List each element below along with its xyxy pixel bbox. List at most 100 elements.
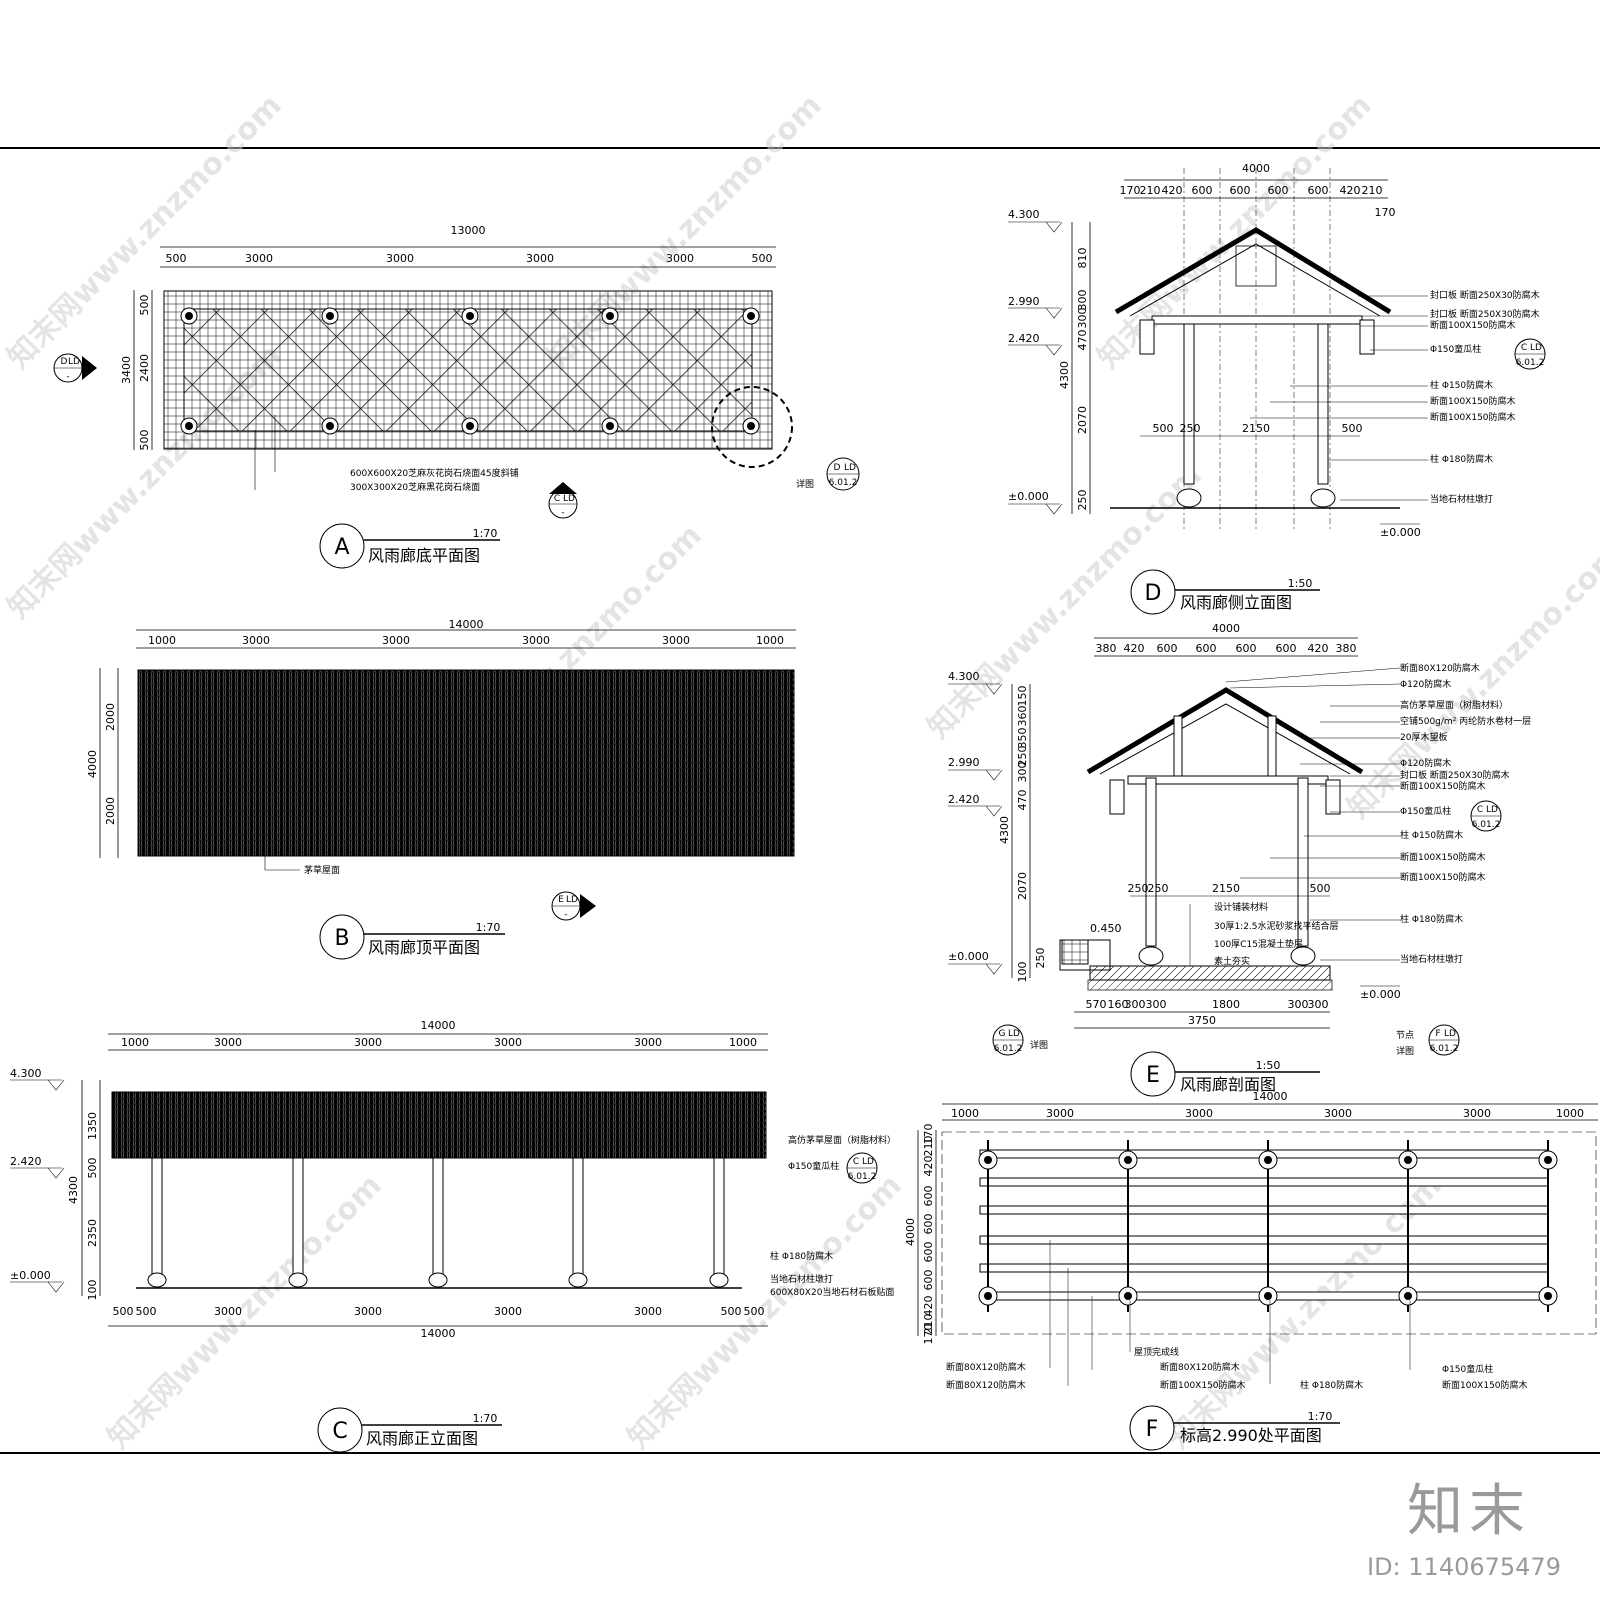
view-title-d: D 1:50 风雨廊侧立面图 (1130, 569, 1320, 615)
svg-text:300: 300 (1076, 290, 1089, 311)
svg-text:Φ120防腐木: Φ120防腐木 (1400, 757, 1451, 769)
svg-text:300: 300 (1076, 308, 1089, 329)
svg-text:170: 170 (1375, 206, 1396, 219)
svg-text:D: D (834, 463, 841, 473)
svg-text:F: F (1146, 1417, 1159, 1442)
svg-text:Φ150童瓜柱: Φ150童瓜柱 (1400, 805, 1451, 817)
view-scale: 1:70 (473, 527, 498, 540)
svg-text:360: 360 (1016, 706, 1029, 727)
watermark: 知末网www.znzmo.com (621, 1168, 909, 1456)
svg-text:250: 250 (1016, 746, 1029, 767)
note: 300X300X20芝麻黑花岗石烧面 (350, 481, 480, 493)
svg-text:3000: 3000 (522, 634, 550, 647)
svg-text:600: 600 (1276, 642, 1297, 655)
svg-text:柱 Φ180防腐木: 柱 Φ180防腐木 (1430, 453, 1493, 465)
svg-text:210: 210 (1362, 184, 1383, 197)
svg-text:250: 250 (1128, 882, 1149, 895)
view-title: 风雨廊底平面图 (368, 546, 480, 565)
svg-text:3000: 3000 (242, 634, 270, 647)
svg-text:500: 500 (721, 1305, 742, 1318)
svg-text:1:50: 1:50 (1256, 1059, 1281, 1072)
svg-text:600: 600 (1192, 184, 1213, 197)
svg-text:250: 250 (1148, 882, 1169, 895)
svg-text:30厚1:2.5水泥砂浆找平结合层: 30厚1:2.5水泥砂浆找平结合层 (1214, 920, 1339, 932)
svg-text:810: 810 (1076, 248, 1089, 269)
svg-text:高仿茅草屋面（树脂材料）: 高仿茅草屋面（树脂材料） (788, 1134, 896, 1146)
svg-text:570: 570 (1086, 998, 1107, 1011)
svg-text:C: C (853, 1157, 859, 1167)
svg-text:E: E (558, 895, 564, 905)
svg-text:6.01.2: 6.01.2 (1472, 820, 1501, 830)
svg-text:3000: 3000 (634, 1305, 662, 1318)
svg-text:D: D (1145, 581, 1162, 606)
svg-text:柱 Φ180防腐木: 柱 Φ180防腐木 (770, 1250, 833, 1262)
svg-text:500: 500 (1342, 422, 1363, 435)
svg-text:2070: 2070 (1016, 872, 1029, 900)
svg-text:300: 300 (1016, 762, 1029, 783)
svg-text:600: 600 (1308, 184, 1329, 197)
svg-text:空铺500g/m² 丙纶防水卷材一层: 空铺500g/m² 丙纶防水卷材一层 (1400, 715, 1531, 727)
svg-text:500: 500 (136, 1305, 157, 1318)
svg-text:14000: 14000 (1253, 1090, 1288, 1103)
svg-text:470: 470 (1016, 790, 1029, 811)
svg-text:断面100X150防腐木: 断面100X150防腐木 (1430, 319, 1516, 331)
dim-overall: 13000 (451, 224, 486, 237)
detail-ref-f: 节点 详图 F LD 6.01.2 (1396, 1024, 1460, 1057)
svg-text:6.01.2: 6.01.2 (994, 1044, 1023, 1054)
svg-text:160: 160 (1108, 998, 1129, 1011)
svg-text:2000: 2000 (104, 703, 117, 731)
svg-text:C: C (554, 494, 560, 504)
svg-text:3000: 3000 (1046, 1107, 1074, 1120)
svg-text:LD: LD (1486, 805, 1498, 815)
svg-text:500: 500 (1310, 882, 1331, 895)
svg-text:1000: 1000 (1556, 1107, 1584, 1120)
detail-ref-c: C LD 6.01.2 (1470, 800, 1502, 832)
svg-text:380: 380 (1096, 642, 1117, 655)
svg-text:柱 Φ180防腐木: 柱 Φ180防腐木 (1400, 913, 1463, 925)
svg-text:300: 300 (1288, 998, 1309, 1011)
svg-text:6.01.2: 6.01.2 (1516, 358, 1545, 368)
svg-text:设计铺装材料: 设计铺装材料 (1214, 901, 1268, 913)
svg-text:封口板 断面250X30防腐木: 封口板 断面250X30防腐木 (1430, 289, 1540, 301)
svg-text:2.420: 2.420 (1008, 332, 1040, 345)
svg-text:封口板 断面250X30防腐木: 封口板 断面250X30防腐木 (1430, 308, 1540, 320)
svg-text:Φ150童瓜柱: Φ150童瓜柱 (1442, 1363, 1493, 1375)
dim-row: 500 3000 3000 3000 3000 500 (166, 252, 773, 265)
svg-text:断面100X150防腐木: 断面100X150防腐木 (1430, 395, 1516, 407)
view-letter: A (334, 535, 349, 560)
svg-text:详图: 详图 (1396, 1045, 1414, 1057)
view-title-a: A 1:70 风雨廊底平面图 (319, 523, 500, 569)
view-d-side-elevation: 4000 170 210 420 600 600 600 600 420 210… (1008, 162, 1546, 615)
view-c-front-elevation: 14000 1000 3000 3000 3000 3000 1000 4.30… (10, 1019, 896, 1453)
svg-text:1000: 1000 (951, 1107, 979, 1120)
svg-text:0.450: 0.450 (1090, 922, 1122, 935)
svg-text:D: D (61, 357, 68, 367)
thatch-roof (137, 669, 795, 857)
svg-text:500: 500 (86, 1158, 99, 1179)
svg-text:屋顶完成线: 屋顶完成线 (1134, 1346, 1179, 1358)
svg-text:250: 250 (1180, 422, 1201, 435)
svg-text:-: - (564, 910, 567, 920)
svg-text:4000: 4000 (904, 1218, 917, 1246)
svg-text:断面100X150防腐木: 断面100X150防腐木 (1430, 411, 1516, 423)
dim-text: 3400 (120, 356, 133, 384)
svg-text:-: - (66, 372, 69, 382)
svg-text:500: 500 (1153, 422, 1174, 435)
svg-text:4300: 4300 (67, 1176, 80, 1204)
svg-text:4.300: 4.300 (948, 670, 980, 683)
svg-text:LD: LD (1530, 343, 1542, 353)
svg-text:C: C (1477, 805, 1483, 815)
svg-text:210: 210 (922, 1136, 935, 1157)
svg-text:250: 250 (1034, 948, 1047, 969)
svg-text:6.01.2: 6.01.2 (1430, 1044, 1459, 1054)
section-ref-e: E LD - (551, 891, 596, 921)
section-ref-d: D LD - (53, 353, 97, 383)
svg-text:14000: 14000 (421, 1327, 456, 1340)
svg-text:±0.000: ±0.000 (948, 950, 989, 963)
svg-text:±0.000: ±0.000 (1008, 490, 1049, 503)
svg-text:标高2.990处平面图: 标高2.990处平面图 (1180, 1426, 1322, 1445)
svg-text:1000: 1000 (148, 634, 176, 647)
svg-text:±0.000: ±0.000 (1380, 526, 1421, 539)
dim-text: 500 (752, 252, 773, 265)
